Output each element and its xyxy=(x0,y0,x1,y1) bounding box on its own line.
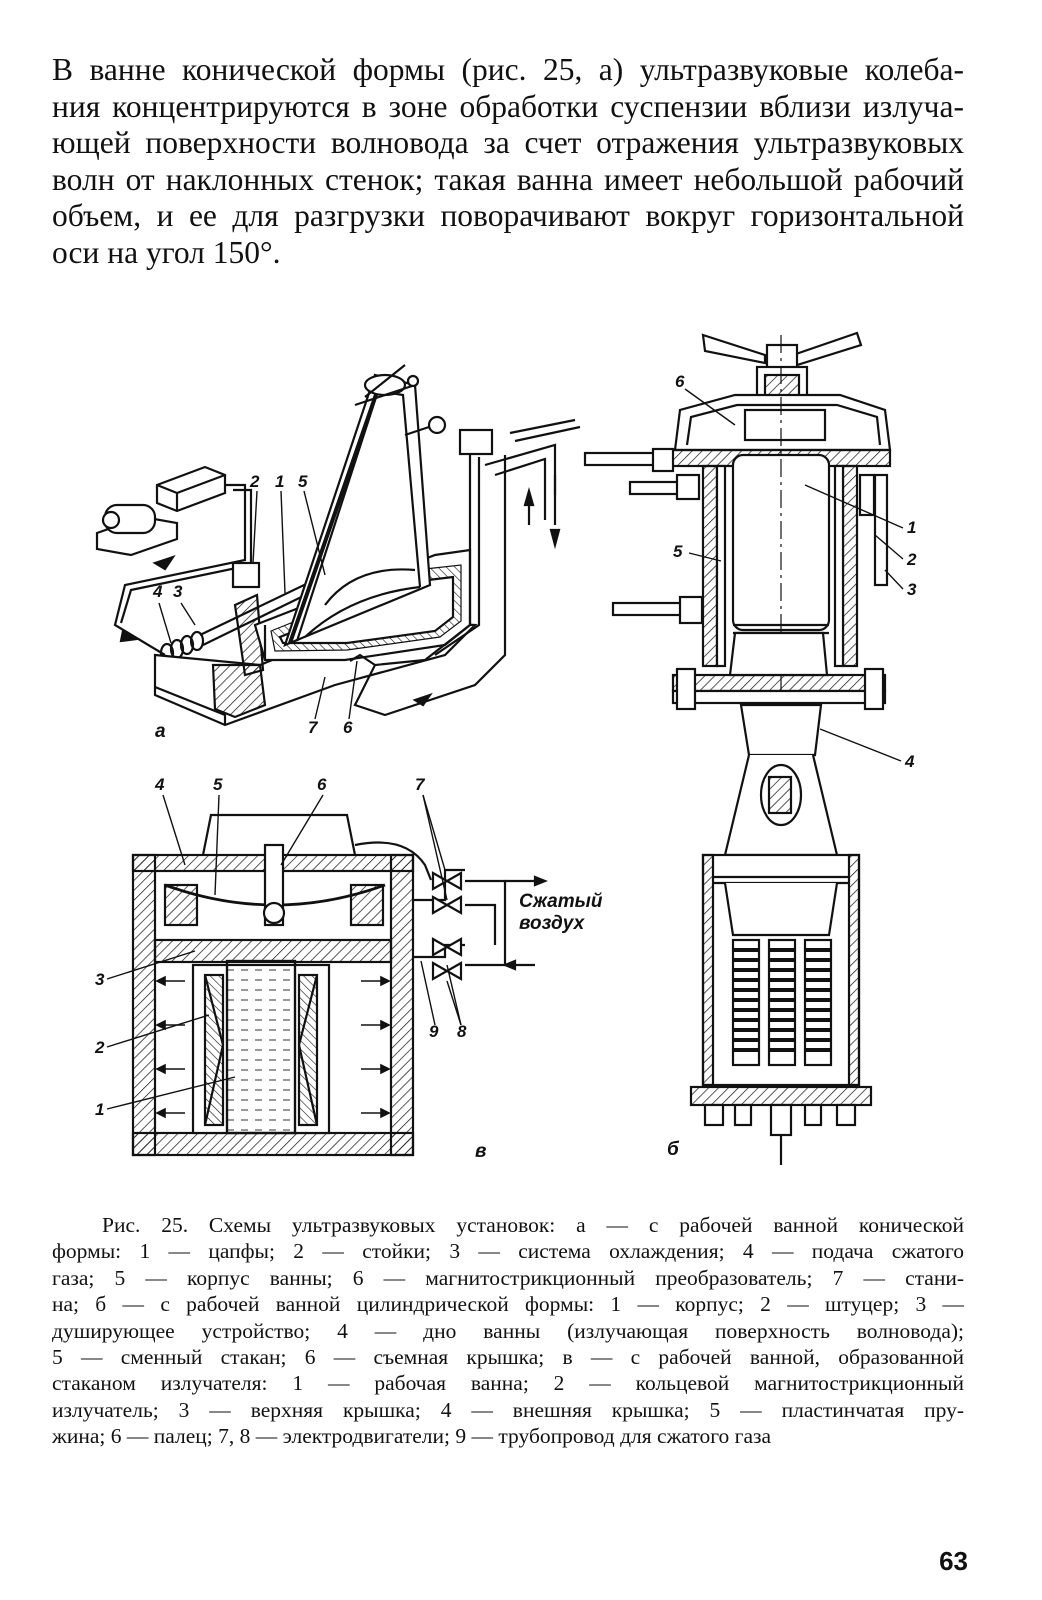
panel-a-label: 6 xyxy=(343,718,353,737)
panel-v-drawing xyxy=(131,813,548,1157)
caption-line: стаканом излучателя: 1 — рабочая ванна; … xyxy=(52,1371,964,1396)
caption-line: на; б — с рабочей ванной цилиндрической … xyxy=(52,1292,964,1317)
panel-a-label: 7 xyxy=(308,718,319,737)
panel-a-label: 5 xyxy=(298,472,308,491)
panel-b-label: 3 xyxy=(907,580,917,599)
panel-b-label: 5 xyxy=(673,542,683,561)
body-line: В ванне конической формы (рис. 25, а) ул… xyxy=(52,52,964,87)
body-line: объем, и ее для разгрузки поворачивают в… xyxy=(52,198,964,233)
panel-a-label: 4 xyxy=(152,582,163,601)
panel-v-label: 6 xyxy=(317,775,327,794)
body-line: ния концентрируются в зоне обработки сус… xyxy=(52,88,964,124)
caption-line: 5 — сменный стакан; 6 — съемная крышка; … xyxy=(52,1345,964,1370)
panel-b-letter: б xyxy=(667,1139,680,1160)
body-line: волн от наклонных стенок; такая ванна им… xyxy=(52,161,964,197)
caption-line: жина; 6 — палец; 7, 8 — электродвигатели… xyxy=(52,1424,772,1449)
caption-line: душирующее устройство; 4 — дно ванны (из… xyxy=(52,1318,964,1343)
panel-v-letter: в xyxy=(475,1141,486,1162)
panel-v-label: 2 xyxy=(94,1038,105,1057)
air-label: Сжатый xyxy=(519,891,603,912)
panel-v-label: 9 xyxy=(429,1022,439,1041)
panel-v-label: 7 xyxy=(415,775,426,794)
valve-icon xyxy=(431,871,463,981)
caption-line: формы: 1 — цапфы; 2 — стойки; 3 — систем… xyxy=(52,1239,964,1264)
panel-a-label: 3 xyxy=(173,582,183,601)
figure-25: 2 1 5 4 3 7 6 а xyxy=(85,325,965,1195)
panel-b-label: 4 xyxy=(904,752,915,771)
panel-b-label: 6 xyxy=(675,372,685,391)
panel-a-label: 1 xyxy=(275,472,284,491)
transducer-stack-icon xyxy=(731,938,833,1067)
air-label: воздух xyxy=(519,913,586,934)
caption-line: газа; 5 — корпус ванны; 6 — магнитострик… xyxy=(52,1265,964,1290)
panel-v-label: 3 xyxy=(95,970,105,989)
panel-a-letter: а xyxy=(155,721,166,742)
panel-b-label: 2 xyxy=(906,550,917,569)
caption-line: Рис. 25. Схемы ультразвуковых установок:… xyxy=(102,1213,964,1237)
figure-caption: Рис. 25. Схемы ультразвуковых установок:… xyxy=(52,1212,964,1450)
figure-drawing: 2 1 5 4 3 7 6 а xyxy=(94,331,917,1165)
page-number: 63 xyxy=(939,1546,968,1576)
body-paragraph: В ванне конической формы (рис. 25, а) ул… xyxy=(52,52,964,271)
panel-v-label: 4 xyxy=(154,775,165,794)
body-line: оси на угол 150°. xyxy=(52,234,281,270)
panel-a-drawing xyxy=(95,364,581,727)
caption-line: излучатель; 3 — верхняя крышка; 4 — внеш… xyxy=(52,1397,964,1422)
body-line: ющей поверхности волновода за счет отраж… xyxy=(52,125,964,160)
panel-v-label: 5 xyxy=(213,775,223,794)
panel-b-label: 1 xyxy=(907,518,916,537)
panel-v-label: 8 xyxy=(457,1022,467,1041)
panel-v-label: 1 xyxy=(95,1100,104,1119)
motor-icon xyxy=(95,465,227,557)
conical-bath-icon xyxy=(283,364,432,647)
panel-a-label: 2 xyxy=(249,472,260,491)
panel-b-drawing xyxy=(583,331,892,1165)
